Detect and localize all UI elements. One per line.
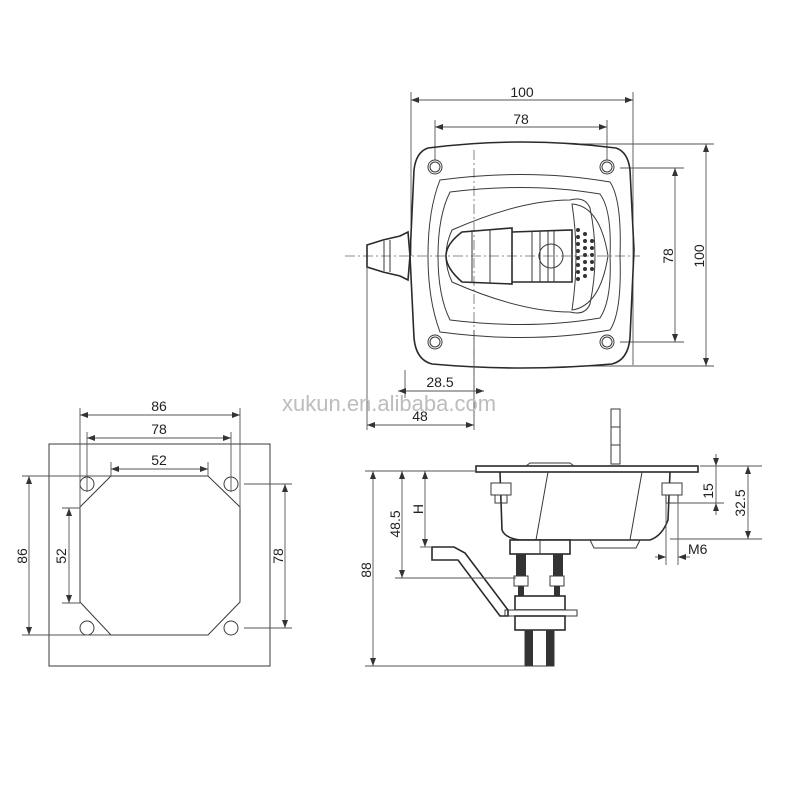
dim-side-stud-length-15: 15 — [700, 483, 716, 499]
dim-front-height-100: 100 — [691, 244, 707, 268]
dim-cutout-flat-height-52: 52 — [53, 548, 69, 564]
dim-cutout-height-86: 86 — [14, 548, 30, 564]
dim-side-cam-depth-48-5: 48.5 — [387, 510, 403, 537]
front-view: 100 78 78 100 — [345, 84, 714, 430]
dim-side-body-depth-32-5: 32.5 — [732, 489, 748, 516]
dim-side-thread-m6: M6 — [688, 541, 708, 557]
dim-cutout-hole-height-78: 78 — [270, 548, 286, 564]
panel-cutout-view: 86 78 52 86 52 78 — [14, 398, 292, 667]
dim-cutout-hole-width-78: 78 — [151, 421, 167, 437]
watermark: xukun.en.alibaba.com — [282, 391, 496, 416]
dim-front-width-100: 100 — [510, 84, 534, 100]
dim-front-hole-height-78: 78 — [660, 248, 676, 264]
dim-cutout-flat-width-52: 52 — [151, 452, 167, 468]
dim-cutout-width-86: 86 — [151, 398, 167, 414]
side-view: 88 48.5 H 15 32.5 M6 — [358, 408, 762, 667]
dim-front-hole-width-78: 78 — [513, 111, 529, 127]
dim-side-adjustable-h: H — [410, 504, 426, 514]
grip-texture — [576, 228, 594, 281]
dim-front-handle-reach-48: 48 — [412, 408, 428, 424]
dim-side-total-depth-88: 88 — [358, 562, 374, 578]
dim-front-handle-offset-28-5: 28.5 — [426, 374, 453, 390]
